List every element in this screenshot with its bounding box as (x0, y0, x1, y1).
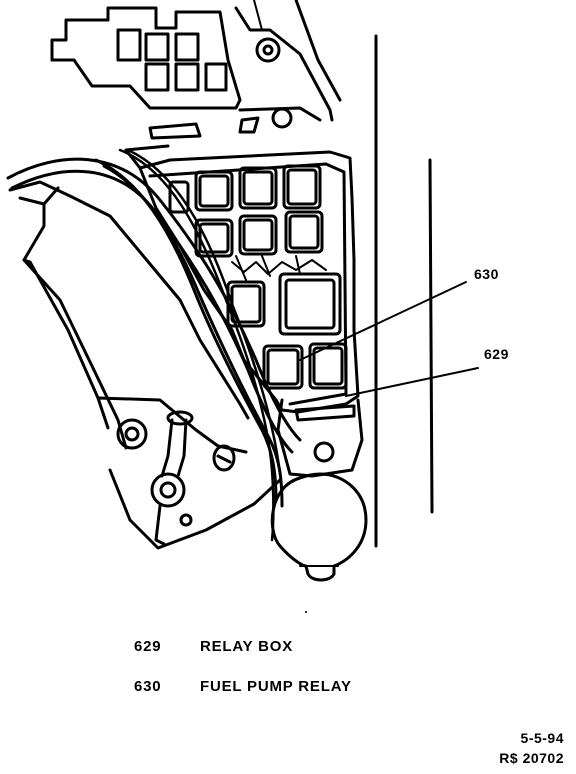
leader-629 (345, 367, 479, 397)
relay-array (194, 164, 348, 390)
date-stamp: 5-5-94 (520, 730, 564, 746)
frame-lines (253, 0, 434, 548)
legend-number: 630 (134, 678, 162, 695)
reservoir-cap (270, 472, 368, 582)
ground-lug (150, 410, 236, 546)
legend-label: RELAY BOX (200, 638, 294, 655)
legend-label: FUEL PUMP RELAY (200, 678, 352, 695)
legend-number: 629 (134, 638, 162, 655)
upper-connector-cluster (50, 0, 342, 140)
reference-number: R$ 20702 (499, 750, 564, 766)
callout-630: 630 (474, 266, 499, 282)
callout-629: 629 (484, 346, 509, 362)
wire-harness (6, 148, 302, 542)
legend: 629 RELAY BOX 630 FUEL PUMP RELAY (134, 638, 454, 698)
fuel-pump-relay (278, 272, 342, 336)
leader-lines (299, 281, 479, 397)
leader-630 (299, 281, 467, 361)
